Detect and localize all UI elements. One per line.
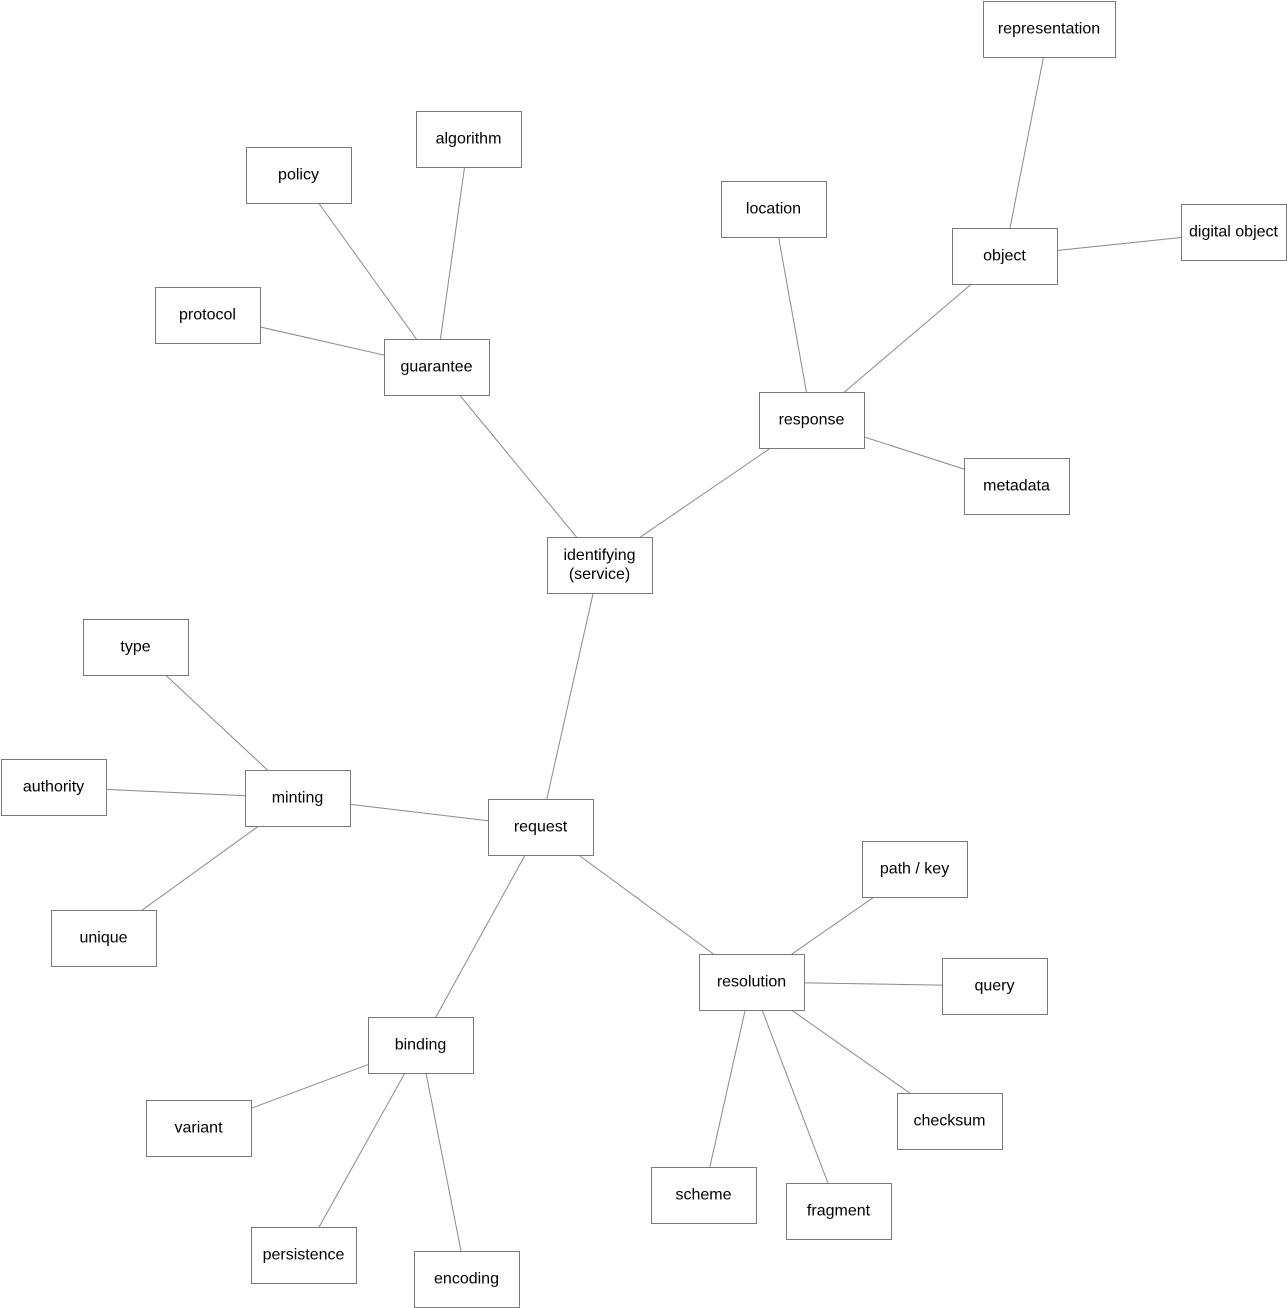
edge-request-binding bbox=[420, 826, 541, 1046]
node-label: representation bbox=[998, 21, 1100, 38]
node-box[interactable] bbox=[384, 339, 490, 396]
node-guarantee[interactable]: guarantee bbox=[384, 339, 490, 396]
node-label: encoding bbox=[434, 1271, 499, 1288]
node-label: resolution bbox=[717, 974, 786, 991]
node-label: type bbox=[120, 639, 150, 656]
node-box[interactable] bbox=[1181, 204, 1287, 261]
node-label: binding bbox=[395, 1037, 447, 1054]
node-persistence[interactable]: persistence bbox=[251, 1227, 357, 1284]
node-box[interactable] bbox=[983, 1, 1116, 58]
node-unique[interactable]: unique bbox=[51, 910, 157, 967]
node-label: query bbox=[974, 978, 1014, 995]
node-label: (service) bbox=[569, 566, 630, 583]
node-request[interactable]: request bbox=[488, 799, 594, 856]
node-metadata[interactable]: metadata bbox=[964, 458, 1070, 515]
node-object[interactable]: object bbox=[952, 228, 1058, 285]
node-label: digital object bbox=[1189, 224, 1279, 241]
node-label: policy bbox=[278, 167, 319, 184]
node-label: request bbox=[514, 819, 568, 836]
edge-identifying-guarantee bbox=[436, 366, 600, 566]
node-digital-object[interactable]: digital object bbox=[1181, 204, 1287, 261]
node-box[interactable] bbox=[246, 147, 352, 204]
node-box[interactable] bbox=[721, 181, 827, 238]
edge-binding-persistence bbox=[303, 1044, 421, 1256]
node-fragment[interactable]: fragment bbox=[786, 1183, 892, 1240]
node-label: algorithm bbox=[436, 131, 502, 148]
diagram-edges bbox=[53, 28, 1234, 1280]
edge-guarantee-algorithm bbox=[436, 138, 469, 368]
node-label: response bbox=[779, 412, 845, 429]
edge-resolution-fragment bbox=[751, 981, 839, 1212]
node-label: guarantee bbox=[400, 359, 472, 376]
node-label: fragment bbox=[807, 1203, 871, 1220]
node-box[interactable] bbox=[245, 770, 351, 827]
edge-binding-encoding bbox=[420, 1044, 467, 1280]
node-label: metadata bbox=[983, 478, 1050, 495]
node-query[interactable]: query bbox=[942, 958, 1048, 1015]
node-resolution[interactable]: resolution bbox=[699, 954, 805, 1011]
node-identifying[interactable]: identifying (service) bbox=[547, 537, 653, 594]
node-label: authority bbox=[23, 779, 84, 796]
node-box[interactable] bbox=[862, 841, 968, 898]
node-box[interactable] bbox=[155, 287, 261, 344]
node-label: identifying bbox=[563, 547, 635, 564]
node-label: location bbox=[746, 201, 801, 218]
node-box[interactable] bbox=[251, 1227, 357, 1284]
node-policy[interactable]: policy bbox=[246, 147, 352, 204]
edge-response-location bbox=[773, 208, 812, 421]
node-variant[interactable]: variant bbox=[146, 1100, 252, 1157]
node-box[interactable] bbox=[51, 910, 157, 967]
node-box[interactable] bbox=[146, 1100, 252, 1157]
node-label: path / key bbox=[880, 861, 949, 878]
node-binding[interactable]: binding bbox=[368, 1017, 474, 1074]
node-protocol[interactable]: protocol bbox=[155, 287, 261, 344]
node-path-key[interactable]: path / key bbox=[862, 841, 968, 898]
node-location[interactable]: location bbox=[721, 181, 827, 238]
edge-guarantee-policy bbox=[298, 174, 437, 368]
node-type[interactable]: type bbox=[83, 619, 189, 676]
node-box[interactable] bbox=[416, 111, 522, 168]
node-encoding[interactable]: encoding bbox=[414, 1251, 520, 1308]
node-label: scheme bbox=[675, 1187, 731, 1204]
node-scheme[interactable]: scheme bbox=[651, 1167, 757, 1224]
node-label: protocol bbox=[179, 307, 236, 324]
node-box[interactable] bbox=[83, 619, 189, 676]
edge-resolution-scheme bbox=[703, 981, 752, 1196]
node-label: checksum bbox=[913, 1113, 985, 1130]
edge-object-representation bbox=[1004, 28, 1050, 257]
node-box[interactable] bbox=[942, 958, 1048, 1015]
node-box[interactable] bbox=[897, 1093, 1003, 1150]
node-box[interactable] bbox=[651, 1167, 757, 1224]
node-label: object bbox=[983, 248, 1026, 265]
node-checksum[interactable]: checksum bbox=[897, 1093, 1003, 1150]
node-authority[interactable]: authority bbox=[1, 759, 107, 816]
node-box[interactable] bbox=[964, 458, 1070, 515]
node-box[interactable] bbox=[759, 392, 865, 449]
node-label: variant bbox=[174, 1120, 223, 1137]
edge-identifying-request bbox=[540, 564, 600, 828]
node-response[interactable]: response bbox=[759, 392, 865, 449]
node-box[interactable] bbox=[952, 228, 1058, 285]
node-representation[interactable]: representation bbox=[983, 1, 1116, 58]
node-box[interactable] bbox=[699, 954, 805, 1011]
node-label: persistence bbox=[263, 1247, 345, 1264]
node-box[interactable] bbox=[1, 759, 107, 816]
node-minting[interactable]: minting bbox=[245, 770, 351, 827]
node-algorithm[interactable]: algorithm bbox=[416, 111, 522, 168]
node-box[interactable] bbox=[414, 1251, 520, 1308]
node-box[interactable] bbox=[547, 537, 653, 594]
node-box[interactable] bbox=[786, 1183, 892, 1240]
node-box[interactable] bbox=[368, 1017, 474, 1074]
node-label: minting bbox=[272, 790, 324, 807]
node-label: unique bbox=[79, 930, 127, 947]
node-box[interactable] bbox=[488, 799, 594, 856]
